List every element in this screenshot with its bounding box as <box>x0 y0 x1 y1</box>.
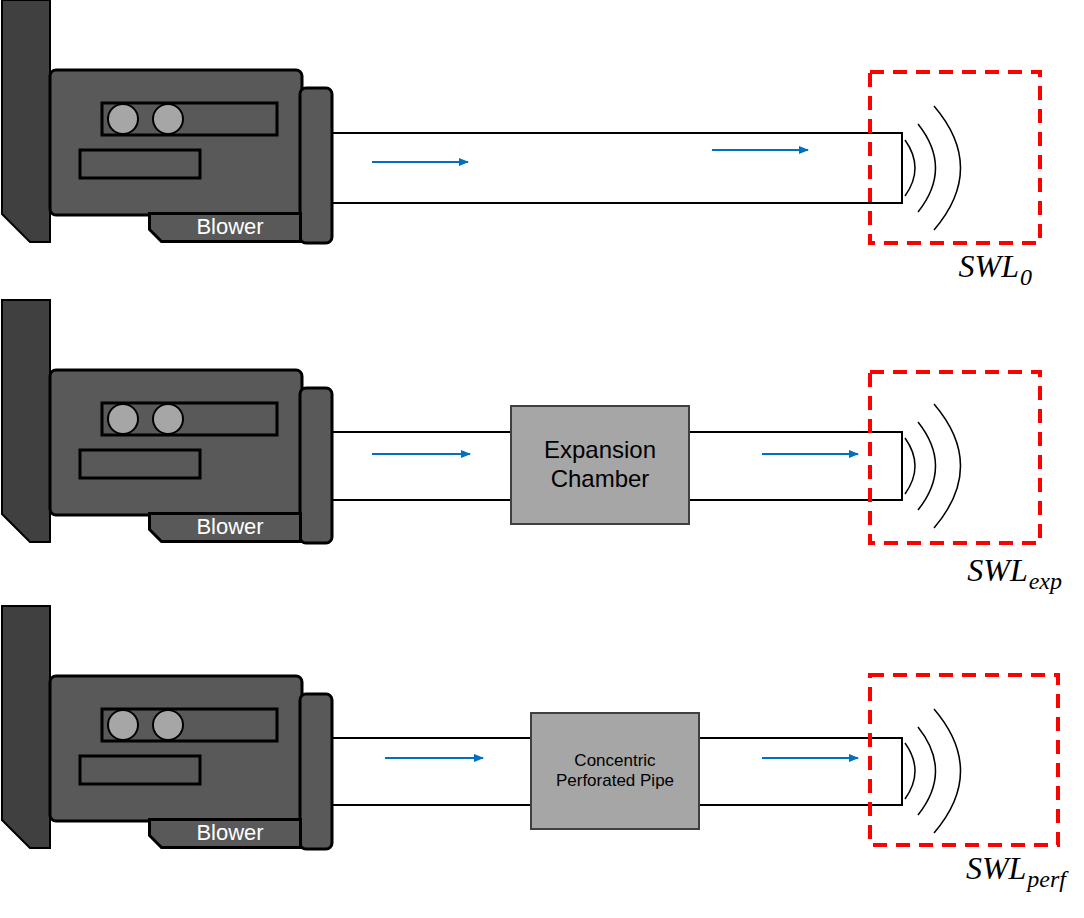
sound-waves <box>905 106 961 230</box>
quantity-symbol: SWL <box>966 850 1026 886</box>
flow-arrow <box>762 757 858 759</box>
blower-base-outline <box>150 214 301 242</box>
blower-base: Blower <box>148 818 302 849</box>
measurement-box <box>870 72 1040 243</box>
sound-waves <box>905 709 961 833</box>
component-label: Concentric Perforated Pipe <box>540 751 690 792</box>
flow-arrow <box>385 757 483 759</box>
sound-power-label: SWLexp <box>967 554 1062 586</box>
component-label: Expansion Chamber <box>520 436 680 494</box>
quantity-subscript: exp <box>1029 568 1062 594</box>
blower-label: Blower <box>196 821 263 845</box>
flow-arrow <box>762 453 858 455</box>
sound-power-label: SWL0 <box>959 250 1032 282</box>
row-plain <box>2 0 1040 243</box>
silencer-box: Expansion Chamber <box>510 405 690 525</box>
measurement-box <box>870 675 1058 845</box>
quantity-subscript: 0 <box>1020 264 1032 290</box>
blower-symbol <box>2 0 332 243</box>
flow-arrow <box>372 453 470 455</box>
quantity-symbol: SWL <box>967 552 1027 588</box>
quantity-subscript: perf <box>1027 866 1066 892</box>
blower-label: Blower <box>196 515 263 539</box>
quantity-symbol: SWL <box>959 248 1019 284</box>
pipe <box>330 133 902 203</box>
row-perforated <box>2 606 1058 849</box>
flow-arrow <box>712 149 808 151</box>
blower-base: Blower <box>148 512 302 543</box>
measurement-box <box>870 372 1040 543</box>
silencer-box: Concentric Perforated Pipe <box>530 712 700 830</box>
blower-symbol <box>2 300 332 543</box>
blower-base: Blower <box>148 212 302 243</box>
sound-power-label: SWLperf <box>966 852 1066 884</box>
pipe <box>698 738 902 805</box>
flow-arrow <box>372 161 468 163</box>
pipe <box>330 738 532 805</box>
row-expansion <box>2 300 1040 543</box>
sound-waves <box>905 404 961 528</box>
blower-label: Blower <box>196 215 263 239</box>
blower-symbol <box>2 606 332 849</box>
blower-base-outline <box>150 514 301 542</box>
blower-base-outline <box>150 820 301 848</box>
pipe <box>330 432 512 500</box>
